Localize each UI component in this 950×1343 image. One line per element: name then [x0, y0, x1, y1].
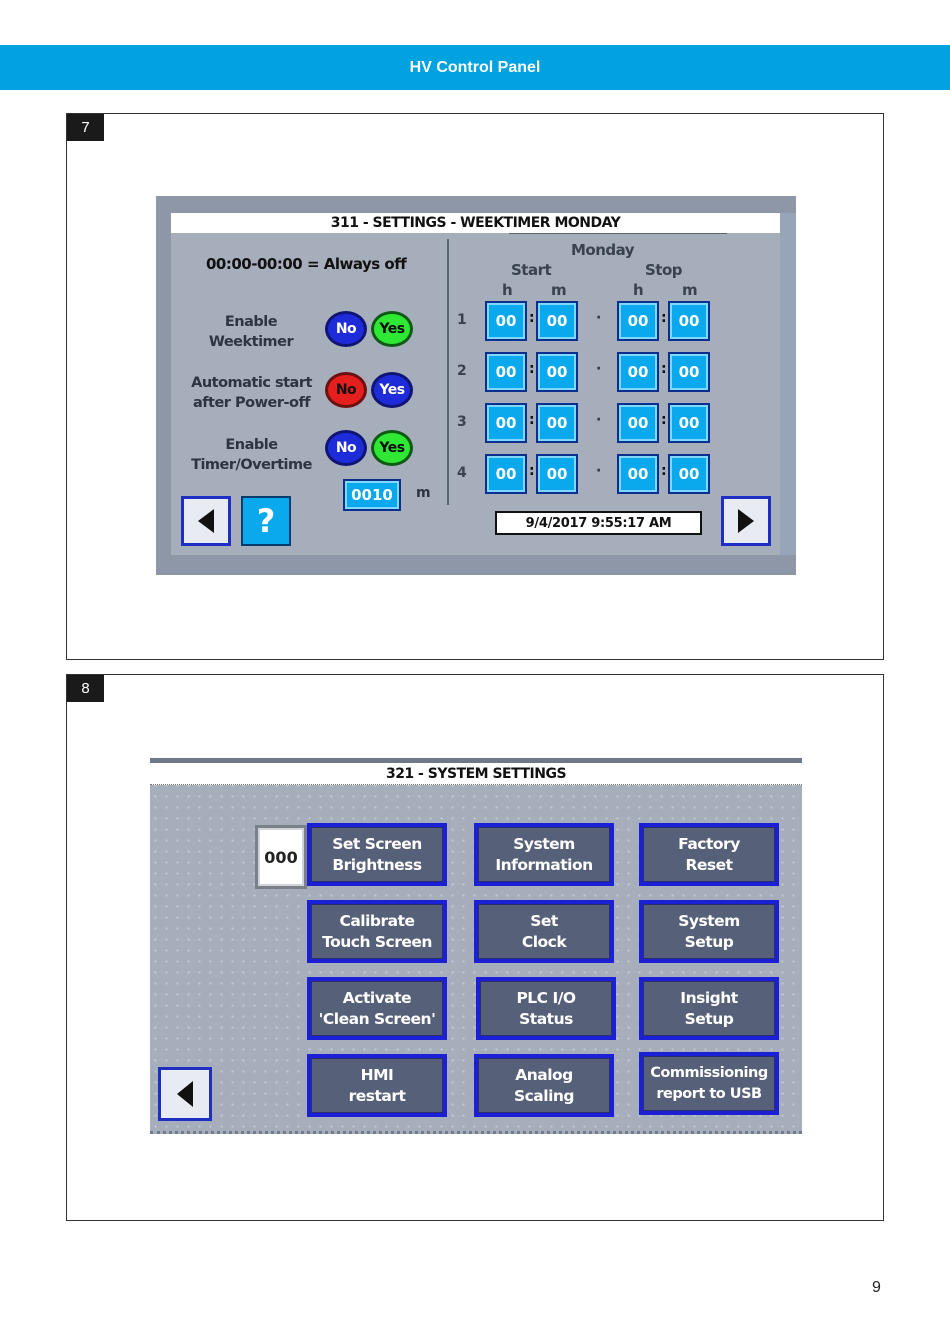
analog-scaling-button[interactable]: Analog Scaling — [474, 1054, 614, 1117]
forward-button[interactable] — [721, 496, 771, 546]
row1-stop-minute[interactable]: 00 — [668, 301, 710, 341]
row1-start-hour[interactable]: 00 — [485, 301, 527, 341]
colon: : — [661, 310, 667, 326]
system-setup-button[interactable]: System Setup — [639, 900, 779, 963]
side-strip — [780, 213, 796, 555]
stop-m-label: m — [682, 281, 698, 299]
stop-label: Stop — [645, 261, 683, 279]
row-number: 3 — [457, 414, 467, 430]
row1-start-minute[interactable]: 00 — [536, 301, 578, 341]
row-number: 2 — [457, 363, 467, 379]
row3-start-minute[interactable]: 00 — [536, 403, 578, 443]
page-number: 9 — [872, 1279, 881, 1296]
row4-start-hour[interactable]: 00 — [485, 454, 527, 494]
autostart-yes-button[interactable]: Yes — [371, 372, 413, 408]
colon: : — [529, 463, 535, 479]
colon: : — [661, 361, 667, 377]
start-m-label: m — [551, 281, 567, 299]
help-button[interactable]: ? — [241, 496, 291, 546]
figure-number: 8 — [67, 675, 104, 702]
back-button[interactable] — [181, 496, 231, 546]
row3-stop-minute[interactable]: 00 — [668, 403, 710, 443]
plc-io-status-button[interactable]: PLC I/O Status — [476, 977, 616, 1040]
back-button[interactable] — [158, 1067, 212, 1121]
overtime-unit: m — [416, 485, 431, 501]
row2-stop-hour[interactable]: 00 — [617, 352, 659, 392]
row4-stop-minute[interactable]: 00 — [668, 454, 710, 494]
row2-start-minute[interactable]: 00 — [536, 352, 578, 392]
colon: : — [661, 463, 667, 479]
row-number: 4 — [457, 465, 467, 481]
stop-h-label: h — [633, 281, 644, 299]
figure-frame-7: 7 311 - SETTINGS - WEEKTIMER MONDAY 00:0… — [66, 113, 884, 660]
factory-reset-button[interactable]: Factory Reset — [639, 823, 779, 886]
day-label: Monday — [571, 241, 635, 259]
system-information-button[interactable]: System Information — [474, 823, 614, 886]
header-title: HV Control Panel — [409, 58, 541, 76]
overtime-yes-button[interactable]: Yes — [371, 430, 413, 466]
title-topline — [150, 758, 802, 763]
arrow-left-icon — [177, 1081, 193, 1107]
insight-setup-button[interactable]: Insight Setup — [639, 977, 779, 1040]
separator: · — [596, 310, 602, 326]
calibrate-touch-screen-button[interactable]: Calibrate Touch Screen — [307, 900, 447, 963]
weektimer-yes-button[interactable]: Yes — [371, 311, 413, 347]
start-label: Start — [511, 261, 552, 279]
colon: : — [661, 412, 667, 428]
colon: : — [529, 310, 535, 326]
weektimer-no-button[interactable]: No — [325, 311, 367, 347]
header-divider — [509, 233, 727, 234]
row2-start-hour[interactable]: 00 — [485, 352, 527, 392]
row1-stop-hour[interactable]: 00 — [617, 301, 659, 341]
arrow-left-icon — [198, 509, 214, 533]
figure-number: 7 — [67, 114, 104, 141]
vertical-divider — [447, 239, 449, 505]
hmi-restart-button[interactable]: HMI restart — [307, 1054, 447, 1117]
row2-stop-minute[interactable]: 00 — [668, 352, 710, 392]
code-input[interactable]: 000 — [255, 825, 307, 889]
enable-weektimer-label: Enable Weektimer — [208, 314, 294, 350]
overtime-no-button[interactable]: No — [325, 430, 367, 466]
autostart-no-button[interactable]: No — [325, 372, 367, 408]
row4-stop-hour[interactable]: 00 — [617, 454, 659, 494]
screen-title: 321 - SYSTEM SETTINGS — [150, 763, 802, 785]
start-h-label: h — [502, 281, 513, 299]
system-settings-screen: 321 - SYSTEM SETTINGS 000 Set Screen Bri… — [150, 758, 802, 1134]
separator: · — [596, 361, 602, 377]
enable-overtime-label: Enable Timer/Overtime — [191, 437, 312, 473]
separator: · — [596, 463, 602, 479]
overtime-minutes-input[interactable]: 0010 — [343, 479, 401, 511]
set-clock-button[interactable]: Set Clock — [474, 900, 614, 963]
row-number: 1 — [457, 312, 467, 328]
colon: : — [529, 412, 535, 428]
arrow-right-icon — [738, 509, 754, 533]
figure-frame-8: 8 321 - SYSTEM SETTINGS 000 Set Screen B… — [66, 674, 884, 1221]
screen-title: 311 - SETTINGS - WEEKTIMER MONDAY — [171, 213, 780, 233]
weektimer-screen: 311 - SETTINGS - WEEKTIMER MONDAY 00:00-… — [156, 196, 796, 575]
header-bar: HV Control Panel — [0, 45, 950, 90]
legend-text: 00:00-00:00 = Always off — [206, 255, 407, 273]
set-screen-brightness-button[interactable]: Set Screen Brightness — [307, 823, 447, 886]
commissioning-report-button[interactable]: Commissioning report to USB — [639, 1052, 779, 1115]
datetime-display: 9/4/2017 9:55:17 AM — [495, 511, 702, 535]
row3-start-hour[interactable]: 00 — [485, 403, 527, 443]
colon: : — [529, 361, 535, 377]
separator: · — [596, 412, 602, 428]
row3-stop-hour[interactable]: 00 — [617, 403, 659, 443]
auto-start-label: Automatic start after Power-off — [191, 375, 312, 411]
row4-start-minute[interactable]: 00 — [536, 454, 578, 494]
activate-clean-screen-button[interactable]: Activate 'Clean Screen' — [307, 977, 447, 1040]
